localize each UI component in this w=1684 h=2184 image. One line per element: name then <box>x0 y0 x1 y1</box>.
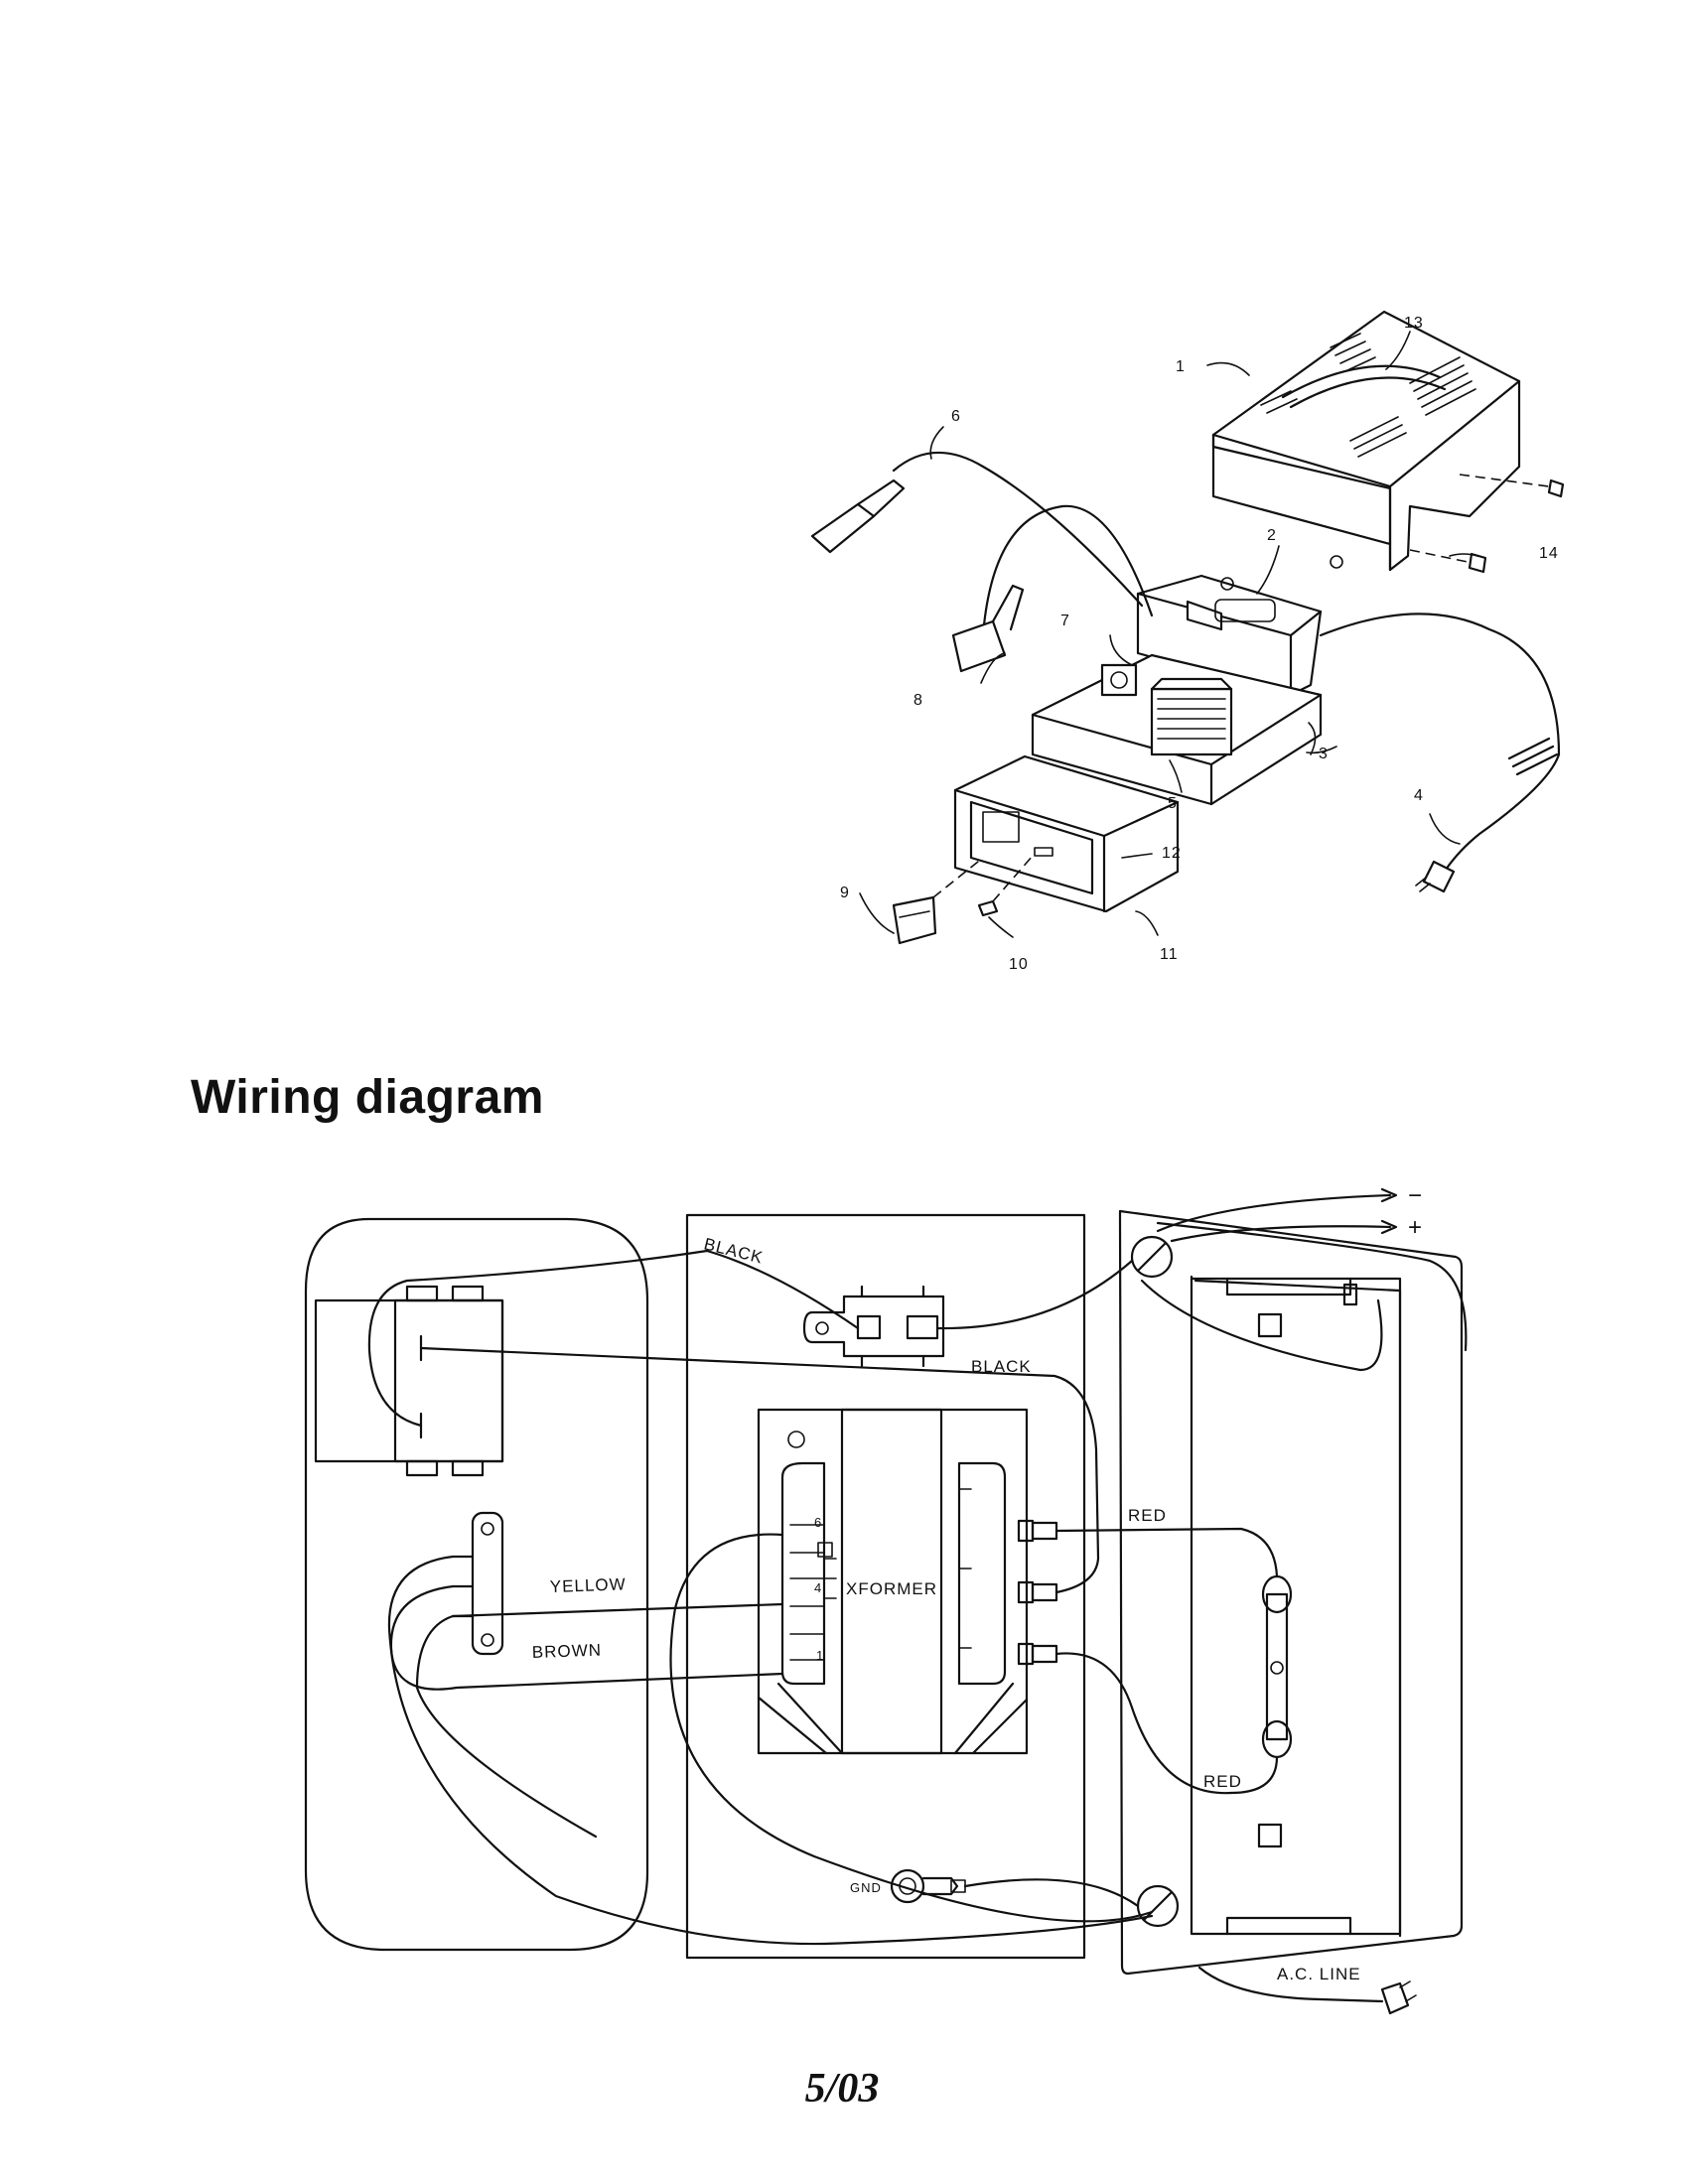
callout-6: 6 <box>951 408 961 425</box>
callout-arrows <box>859 331 1478 938</box>
gnd-wire <box>963 1878 1140 1908</box>
front-bezel <box>953 754 1180 913</box>
black-wire-top <box>367 1249 860 1428</box>
switch-part <box>977 855 1034 917</box>
label-tap-1: 1 <box>816 1648 824 1663</box>
label-xformer: XFORMER <box>846 1579 937 1598</box>
callout-2: 2 <box>1267 527 1277 544</box>
ac-cord-part <box>1319 613 1561 893</box>
meter-part <box>892 857 984 945</box>
red-wire-bottom <box>1054 1652 1279 1795</box>
callout-12: 12 <box>1162 845 1182 862</box>
wire-left-loop <box>415 1614 598 1839</box>
wires <box>367 1187 1398 2003</box>
wire-tap1 <box>387 1555 1154 1946</box>
label-red-bottom: RED <box>1203 1772 1242 1791</box>
callout-3: 3 <box>1319 746 1329 762</box>
relay-to-right <box>935 1259 1134 1330</box>
callout-8: 8 <box>913 692 923 709</box>
label-brown: BROWN <box>531 1641 602 1662</box>
page-date-code: 5/03 <box>804 2066 880 2112</box>
exploded-parts-view: 1 2 3 4 5 6 7 8 9 10 11 12 13 14 <box>810 310 1565 973</box>
cover-housing <box>1211 310 1565 574</box>
label-black-top: BLACK <box>702 1234 766 1267</box>
label-red-top: RED <box>1128 1506 1167 1525</box>
callout-1: 1 <box>1176 358 1186 375</box>
output-minus <box>1156 1193 1392 1233</box>
label-tap-4: 4 <box>814 1580 822 1595</box>
middle-panel <box>685 1213 1086 1960</box>
right-panel <box>1118 1209 1468 1976</box>
label-tap-6: 6 <box>814 1515 822 1530</box>
label-ac-line: A.C. LINE <box>1277 1965 1361 1983</box>
black-wire-mid <box>419 1346 1100 1594</box>
callout-4: 4 <box>1414 787 1424 804</box>
callout-5: 5 <box>1168 795 1178 812</box>
label-minus: − <box>1408 1182 1423 1209</box>
brown-wire <box>389 1584 784 1691</box>
transformer-output-terminals <box>1017 1519 1058 1666</box>
label-plus: + <box>1408 1214 1423 1241</box>
label-yellow: YELLOW <box>549 1574 626 1596</box>
chassis-base <box>1031 555 1343 806</box>
fuse-component <box>1261 1574 1293 1759</box>
callout-14: 14 <box>1539 545 1559 562</box>
battery-clamps <box>810 451 1154 673</box>
callout-7: 7 <box>1060 613 1070 629</box>
left-panel <box>304 1217 649 1952</box>
output-plus <box>1170 1225 1392 1243</box>
right-loop <box>1140 1279 1383 1372</box>
callout-9: 9 <box>840 885 850 901</box>
ground-lug <box>890 1868 966 1904</box>
label-gnd: GND <box>850 1880 882 1895</box>
red-wire-top <box>1054 1527 1279 1578</box>
wire-tap6 <box>669 1533 1154 1923</box>
yellow-wire <box>451 1602 784 1618</box>
ac-plug <box>1380 1980 1417 2015</box>
label-black-mid: BLACK <box>971 1357 1032 1376</box>
ac-line-cord <box>1197 1966 1384 2003</box>
callout-10: 10 <box>1009 956 1029 973</box>
callout-13: 13 <box>1404 315 1424 332</box>
callout-11: 11 <box>1160 946 1179 963</box>
wiring-diagram-heading: Wiring diagram <box>191 1071 544 1124</box>
